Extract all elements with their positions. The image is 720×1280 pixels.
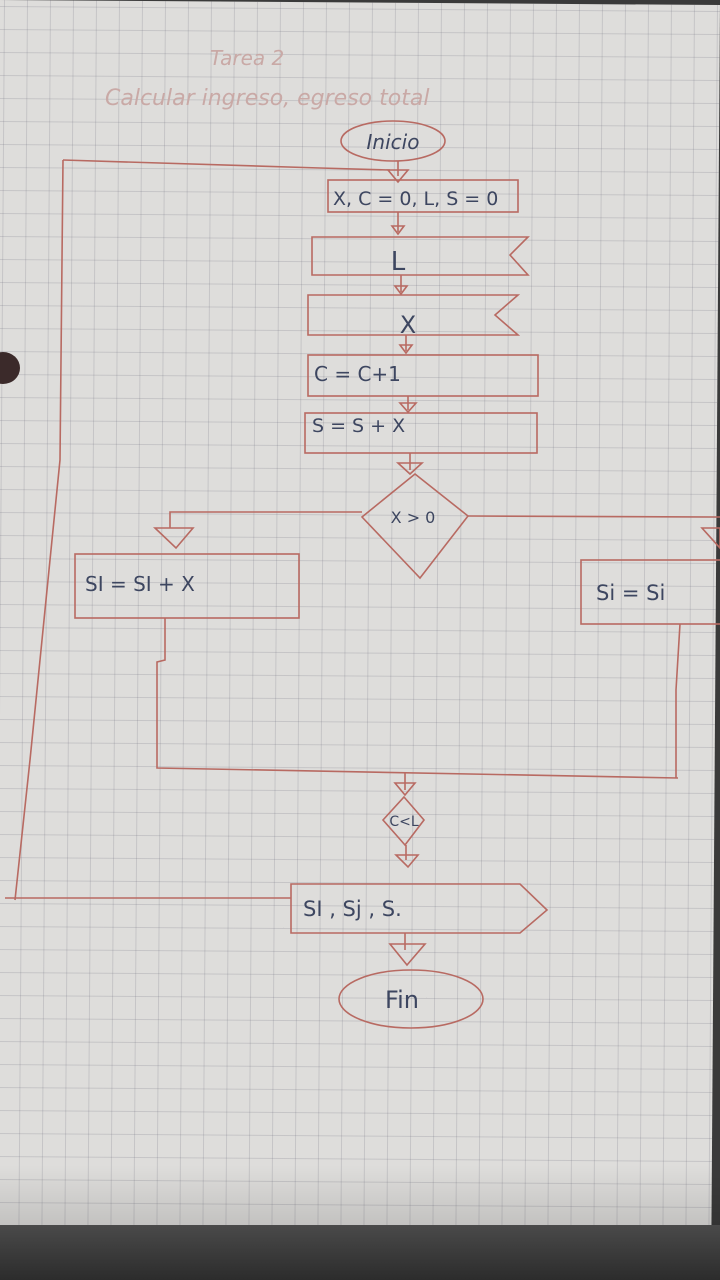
left-branch-label: SI = SI + X: [85, 572, 195, 596]
decision-label: X > 0: [391, 508, 436, 527]
arrowhead-init-inputl: [390, 225, 406, 236]
loop-back-top-line: [62, 159, 391, 171]
counter-process-box: [307, 354, 539, 397]
merge-line-left: [156, 618, 679, 779]
right-branch-box: [580, 559, 720, 625]
start-label: Inicio: [367, 130, 420, 154]
end-terminal: [338, 969, 484, 1029]
arrowhead-right-branch: [700, 527, 720, 550]
input-x-label: X: [400, 311, 416, 339]
table-surface: [0, 1225, 720, 1280]
arrowhead-loop-output: [394, 854, 420, 869]
header-line-2: Calcular ingreso, egreso total: [105, 86, 429, 111]
input-x-card: [307, 294, 521, 336]
counter-label: C = C+1: [314, 362, 401, 386]
arrowhead-left-branch: [153, 527, 195, 550]
arrowhead-counter-sum: [398, 402, 418, 414]
paper-shadow: [0, 1165, 720, 1225]
right-branch-line: [467, 515, 720, 518]
init-process-box: [327, 179, 519, 213]
arrowhead-inputx-counter: [398, 344, 414, 355]
arrowhead-output-end: [388, 943, 427, 967]
loop-condition-label: C<L: [389, 814, 419, 830]
end-label: Fin: [385, 986, 419, 1014]
loop-back-left-line: [14, 159, 64, 901]
punch-hole: [0, 352, 20, 384]
arrowhead-start-init: [386, 169, 410, 184]
left-branch-line: [169, 511, 362, 528]
arrowhead-merge-loop: [393, 782, 417, 797]
decision-diamond: [360, 472, 470, 580]
arrowhead-inputl-inputx: [393, 285, 409, 296]
arrowhead-sum-decision: [395, 462, 425, 476]
init-label: X, C = 0, L, S = 0: [333, 188, 498, 210]
header-line-1: Tarea 2: [210, 46, 284, 70]
output-label: SI , Sj , S.: [303, 897, 402, 921]
right-branch-label: Si = Si: [596, 581, 665, 605]
sum-label: S = S + X: [312, 415, 405, 437]
output-box: [290, 883, 549, 934]
loop-condition-diamond: [381, 795, 426, 847]
input-l-label: L: [391, 247, 406, 277]
start-terminal: [340, 120, 446, 162]
left-branch-box: [74, 553, 300, 619]
merge-line-right: [675, 623, 681, 778]
sum-process-box: [304, 412, 538, 454]
input-l-card: [311, 236, 530, 276]
